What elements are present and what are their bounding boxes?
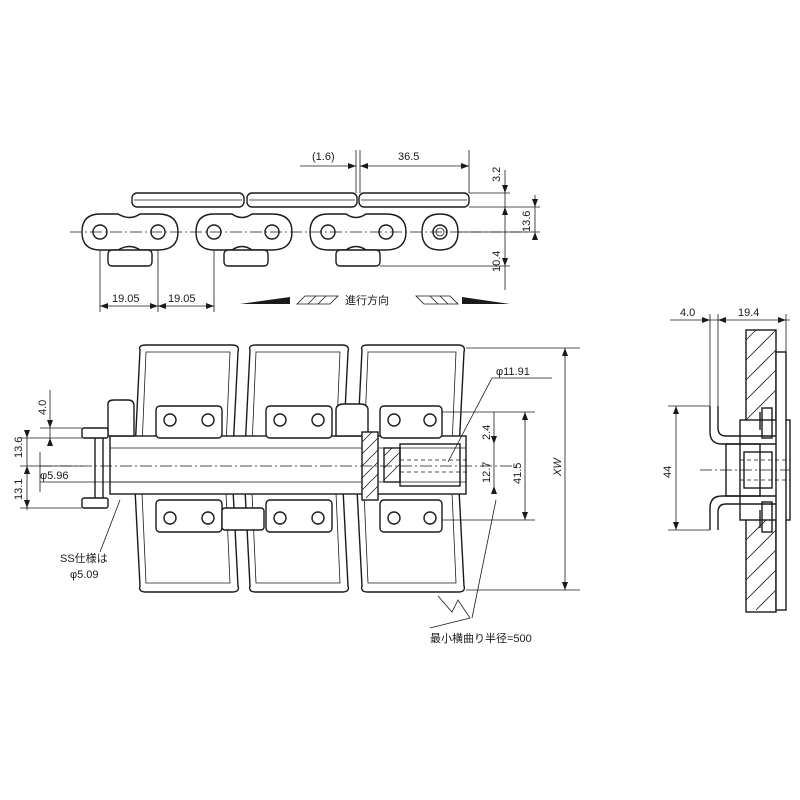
below-center-dimension: 10.4 — [491, 251, 503, 272]
side-height-dimension: 44 — [662, 466, 674, 478]
chain-height-dimension: 13.6 — [521, 211, 533, 232]
plate-width-dimension: XW — [552, 457, 564, 477]
direction-label: 進行方向 — [345, 293, 389, 307]
top-offset-dimension: 4.0 — [37, 400, 49, 415]
ss-spec-line1: SS仕様は — [60, 551, 108, 565]
side-thickness-dimension: 19.4 — [738, 307, 759, 319]
pin-diameter-dimension: φ5.96 — [40, 470, 69, 482]
ss-spec-line2: φ5.09 — [70, 569, 99, 581]
section-view: 4.0 19.4 44 — [662, 307, 791, 613]
side-offset-dimension: 4.0 — [680, 307, 695, 319]
pitch-right-dimension: 19.05 — [168, 293, 196, 305]
side-view-top: 19.05 19.05 (1.6) 36.5 3.2 10.4 13.6 — [70, 150, 540, 312]
link-width-dimension: 41.5 — [512, 463, 524, 484]
left-lower-dimension: 13.1 — [13, 479, 25, 500]
gap-dimension: (1.6) — [312, 151, 335, 163]
left-height-dimension: 13.6 — [13, 437, 25, 458]
roller-diameter-dimension: φ11.91 — [496, 366, 530, 378]
inner-gap-dimension: 2.4 — [481, 425, 493, 440]
min-radius-label: 最小横曲り半径=500 — [430, 631, 532, 645]
plate-length-dimension: 36.5 — [398, 151, 419, 163]
pitch-left-dimension: 19.05 — [112, 293, 140, 305]
travel-direction: 進行方向 — [240, 293, 510, 307]
inner-width-dimension: 12.7 — [481, 462, 493, 483]
plate-thickness-dimension: 3.2 — [491, 167, 503, 182]
plan-view: 4.0 13.6 13.1 φ5.96 SS仕様は φ5.09 φ11.91 1… — [13, 344, 580, 645]
